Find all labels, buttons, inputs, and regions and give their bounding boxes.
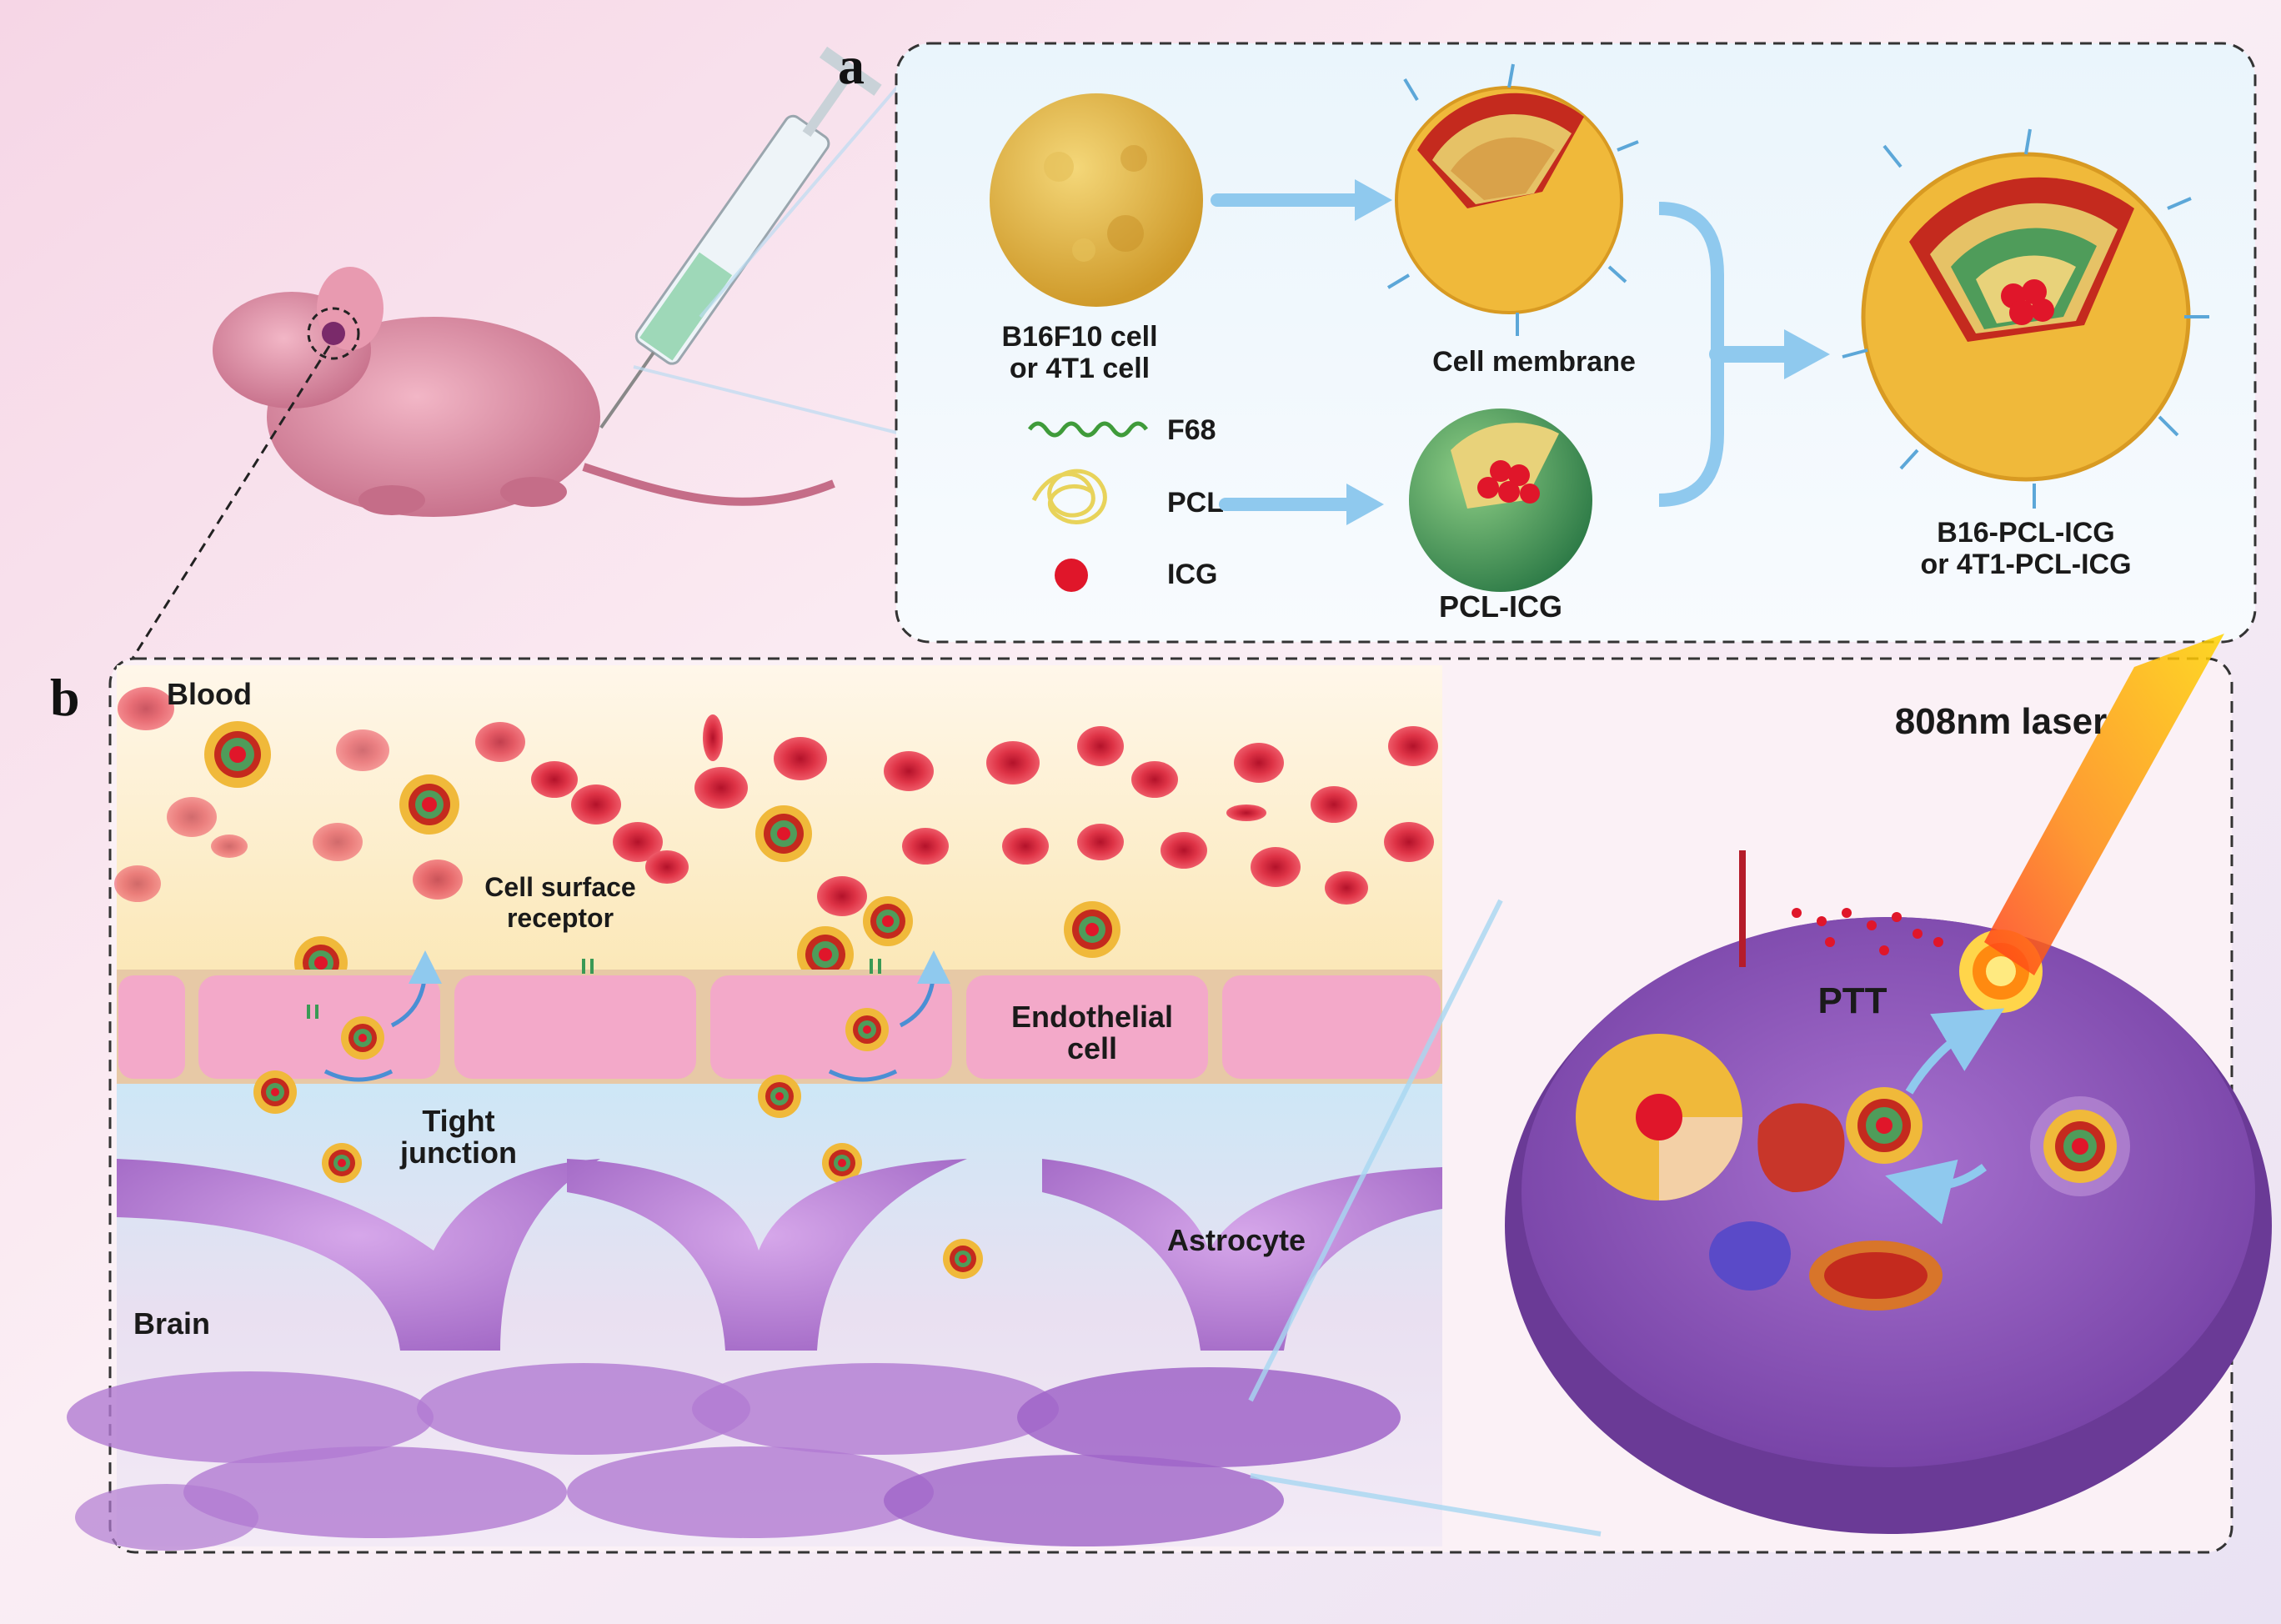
membrane-coated-nanoparticle [1842,128,2209,509]
nanoparticles-blood [204,721,1120,990]
endothelial-label-1: Endothelial [1011,1000,1173,1034]
legend: F68 PCL ICG [1027,414,1224,592]
legend-pcl-label: PCL [1167,487,1224,519]
endothelial-layer [117,950,1442,1084]
laser-beam [1984,634,2224,975]
receptor-label-1: Cell surface [484,872,635,902]
tumor-cell-source [990,93,1203,307]
tight-junction-label-2: junction [399,1135,517,1170]
f68-icon [1027,421,1149,438]
panel-b: b [50,634,2272,1554]
tumor-cell-zoom [1505,850,2272,1534]
brain-label: Brain [133,1306,210,1341]
laser-label: 808nm laser [1895,701,2107,742]
panel-a-letter: a [838,36,865,95]
legend-icg-label: ICG [1167,559,1217,590]
tight-junction-label-1: Tight [422,1104,494,1138]
endothelial-label-2: cell [1067,1031,1117,1065]
astrocytes [67,1159,1442,1551]
panel-a: a B16F10 cell or 4T1 cell Cell membr [838,36,2257,644]
core-label: PCL-ICG [1439,589,1562,624]
zoom-connectors [1248,899,1602,1536]
cell-membrane-vesicle [1386,63,1639,336]
astrocyte-label: Astrocyte [1167,1223,1306,1257]
membrane-label: Cell membrane [1432,346,1636,378]
blood-label: Blood [167,677,252,711]
icg-icon [1055,559,1088,592]
receptor-label-2: receptor [507,903,614,933]
ptt-label: PTT [1817,980,1887,1021]
cell-source-label-2: or 4T1 cell [1010,353,1150,384]
panel-b-letter: b [50,668,80,727]
panel-a-frame [895,42,2257,644]
legend-f68-label: F68 [1167,414,1216,446]
product-label-2: or 4T1-PCL-ICG [1920,549,2131,580]
mouse-illustration [213,267,835,517]
pcl-icon [1031,469,1107,524]
product-label-1: B16-PCL-ICG [1937,517,2114,549]
red-blood-cells [114,687,1438,916]
pcl-icg-core [1409,409,1592,592]
cell-source-label-1: B16F10 cell [1001,321,1157,353]
